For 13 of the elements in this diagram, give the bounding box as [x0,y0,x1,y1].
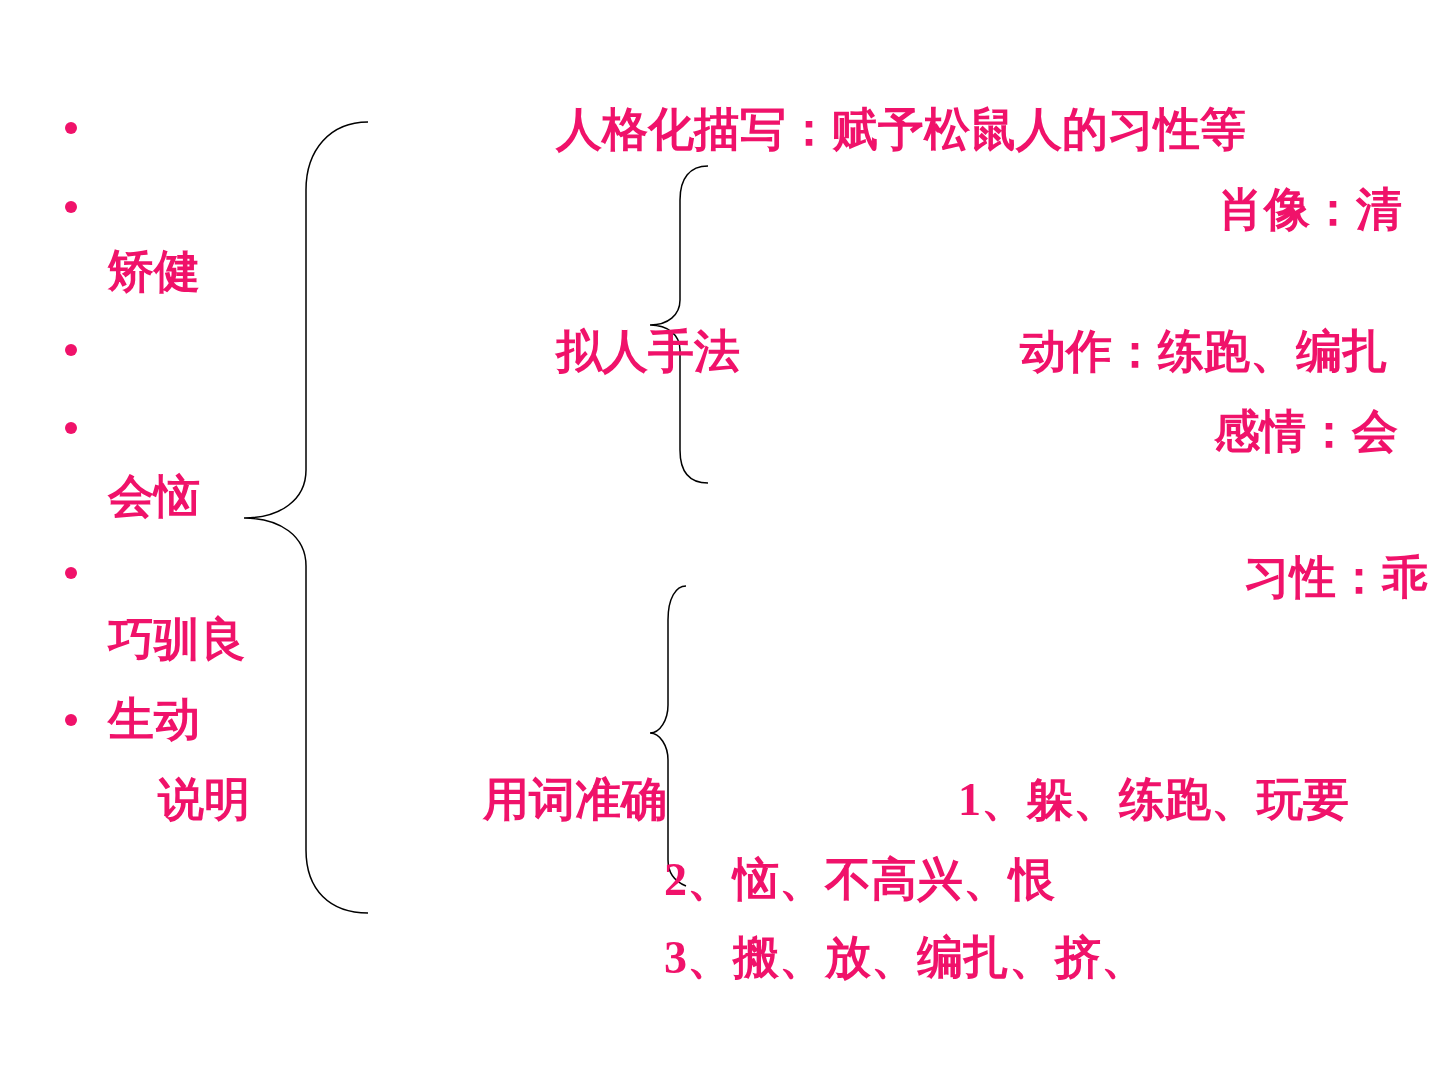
outline-text: 说明 [158,773,250,827]
outline-text: 矫健 [108,245,200,299]
outline-text: 肖像：清 [1218,183,1402,237]
outline-text: 习性：乖 [1244,551,1428,605]
outline-text: 用词准确 [483,773,667,827]
outline-text: 会恼 [108,470,200,524]
outline-text: 3、搬、放、编扎、挤、 [664,931,1147,985]
outline-text: 巧驯良 [108,613,246,667]
outline-text: 人格化描写：赋予松鼠人的习性等 [556,103,1246,157]
outline-text: 1、躲、练跑、玩要 [958,773,1349,827]
outline-text: 感情：会 [1214,405,1398,459]
outline-text: 动作：练跑、编扎 [1020,325,1388,379]
outline-text: 生动 [108,693,200,747]
